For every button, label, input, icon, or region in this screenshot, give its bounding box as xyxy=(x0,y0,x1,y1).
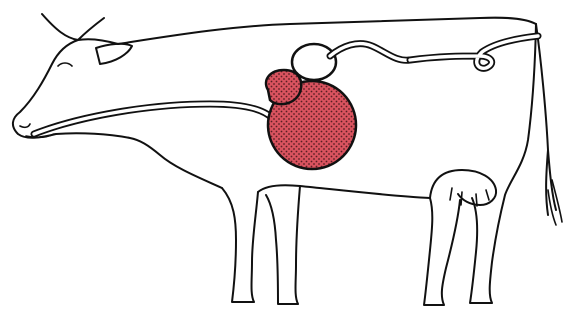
cow-back-and-rump xyxy=(118,18,536,44)
cow-eye xyxy=(58,63,72,66)
omasum xyxy=(292,44,336,80)
cow-udder xyxy=(430,170,496,205)
cow-ear xyxy=(96,44,132,64)
cow-front-leg-front xyxy=(222,188,258,302)
cow-head xyxy=(13,14,118,138)
small-intestine xyxy=(410,36,538,68)
digestive-tract xyxy=(34,36,538,169)
reticulum xyxy=(266,70,301,104)
cow-nostril xyxy=(20,124,30,127)
cow-hind-leg-inner xyxy=(424,198,460,305)
cow-chest-and-dewlap xyxy=(56,133,222,188)
cow-front-leg-rear xyxy=(266,186,300,304)
cow-belly xyxy=(258,185,430,198)
